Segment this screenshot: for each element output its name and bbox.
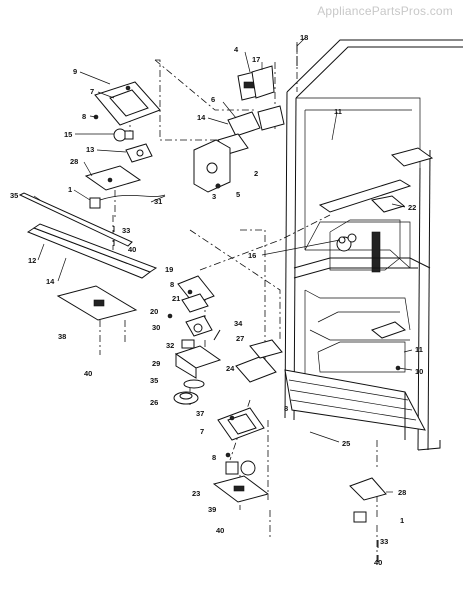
callout-40: 40 (128, 245, 136, 254)
callout-13: 13 (86, 145, 94, 154)
callout-19: 19 (165, 265, 173, 274)
callout-10: 10 (415, 367, 423, 376)
callout-11: 11 (334, 107, 342, 116)
callout-34: 34 (234, 319, 243, 328)
callout-17: 17 (252, 55, 260, 64)
watermark: AppliancePartsPros.com (317, 4, 453, 18)
callout-28-b: 28 (398, 488, 406, 497)
callout-3: 3 (212, 192, 216, 201)
callout-33-b: 33 (380, 537, 388, 546)
callout-32: 32 (166, 341, 174, 350)
callout-12: 12 (28, 256, 36, 265)
callout-39: 39 (208, 505, 216, 514)
callout-40-b: 40 (84, 369, 92, 378)
callout-37: 37 (196, 409, 204, 418)
callout-23: 23 (192, 489, 200, 498)
callout-2: 2 (254, 169, 258, 178)
callout-38: 38 (58, 332, 66, 341)
parts (18, 44, 406, 562)
callout-27: 27 (236, 334, 244, 343)
callout-28: 28 (70, 157, 78, 166)
callout-8-b: 8 (170, 280, 174, 289)
callout-7-b: 7 (200, 427, 204, 436)
callout-40-c: 40 (216, 526, 224, 535)
callout-5: 5 (236, 190, 240, 199)
callout-4: 4 (234, 45, 239, 54)
callout-25: 25 (342, 439, 350, 448)
callout-35: 35 (10, 191, 18, 200)
callout-20: 20 (150, 307, 158, 316)
callout-22: 22 (408, 203, 416, 212)
callout-26: 26 (150, 398, 158, 407)
callout-1: 1 (68, 185, 72, 194)
callout-29: 29 (152, 359, 160, 368)
callout-15: 15 (64, 130, 72, 139)
callout-14: 14 (197, 113, 206, 122)
callout-35-b: 35 (150, 376, 158, 385)
callout-31: 31 (154, 197, 162, 206)
callout-8-c: 8 (284, 404, 288, 413)
callout-7: 7 (90, 87, 94, 96)
callout-16: 16 (248, 251, 256, 260)
callout-8: 8 (82, 112, 86, 121)
callout-21: 21 (172, 294, 180, 303)
callout-leaders (33, 37, 413, 493)
refrigerator-cabinet (284, 39, 463, 451)
callout-18: 18 (300, 33, 308, 42)
callout-14-b: 14 (46, 277, 55, 286)
callout-9: 9 (73, 67, 77, 76)
callout-40-d: 40 (374, 558, 382, 567)
callout-11-b: 11 (415, 345, 423, 354)
callout-30: 30 (152, 323, 160, 332)
callout-24: 24 (226, 364, 235, 373)
callout-8-d: 8 (212, 453, 216, 462)
callout-33: 33 (122, 226, 130, 235)
callout-labels: 18 4 17 9 7 6 8 14 11 15 13 2 28 3 5 1 3… (10, 33, 423, 567)
callout-6: 6 (211, 95, 215, 104)
callout-1-b: 1 (400, 516, 404, 525)
